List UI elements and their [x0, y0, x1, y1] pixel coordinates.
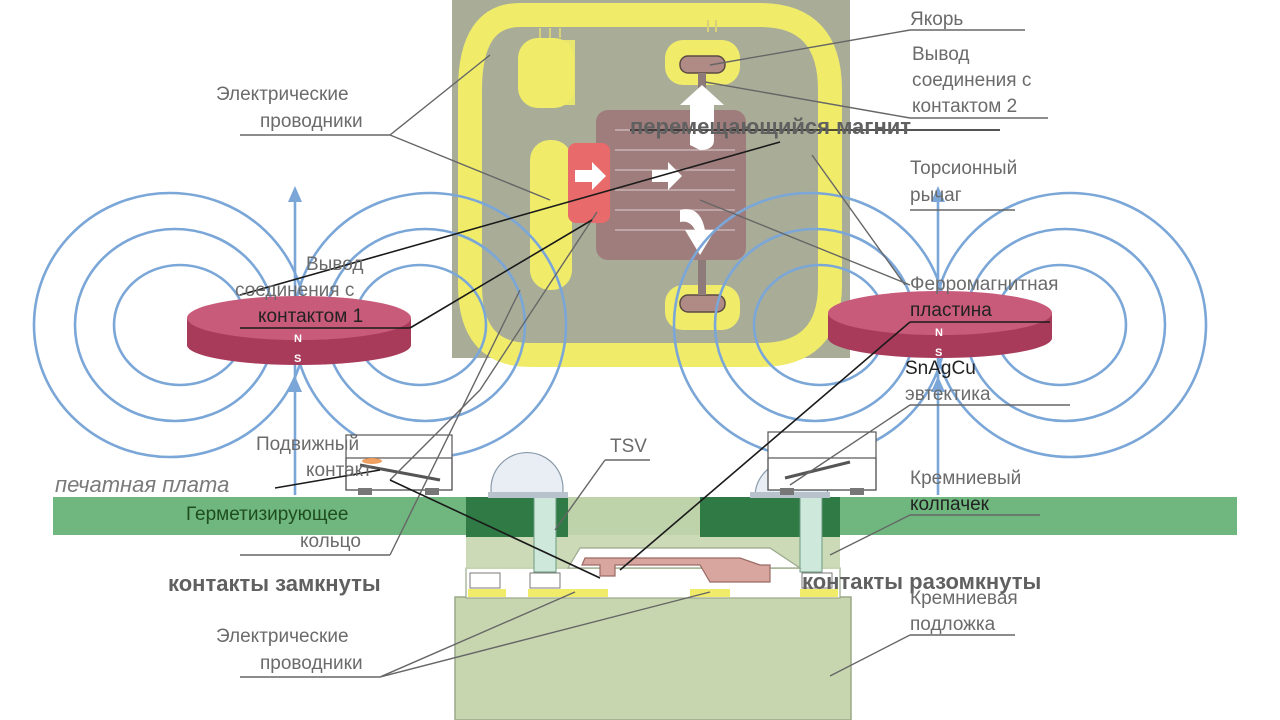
- left-magnet: N S: [187, 296, 411, 365]
- svg-text:проводники: проводники: [260, 653, 363, 674]
- label-moving-magnet: перемещающийся магнит: [630, 114, 911, 139]
- label-pcb: печатная плата: [55, 472, 229, 497]
- label-contact2-output: Вывод соединения с контактом 2: [912, 44, 1031, 117]
- label-ferromagnetic-plate: Ферромагнитная пластина: [910, 274, 1058, 321]
- label-tsv: TSV: [610, 436, 647, 457]
- svg-text:SnAgCu: SnAgCu: [905, 358, 976, 379]
- chip-top-view: [452, 0, 850, 367]
- tsv-right: [799, 496, 823, 573]
- label-silicon-substrate: Кремниевая подложка: [910, 588, 1018, 635]
- label-contacts-closed: контакты замкнуты: [168, 571, 381, 596]
- svg-text:подложка: подложка: [910, 614, 996, 635]
- label-sealing-ring: Герметизирующее кольцо: [186, 504, 361, 552]
- relay-left: [345, 434, 453, 495]
- label-electric-conductors-bottom: Электрические проводники: [216, 626, 363, 674]
- svg-text:Электрические: Электрические: [216, 626, 349, 647]
- svg-text:эвтектика: эвтектика: [905, 384, 991, 405]
- cross-section: [454, 452, 852, 720]
- leader-lines-dark: [239, 129, 1050, 579]
- tsv-left: [533, 496, 557, 573]
- label-anchor: Якорь: [910, 9, 963, 30]
- svg-text:Кремниевый: Кремниевый: [910, 468, 1021, 489]
- svg-text:контактом 2: контактом 2: [912, 96, 1017, 117]
- pole-south-right: S: [935, 347, 942, 359]
- svg-text:Торсионный: Торсионный: [910, 158, 1017, 179]
- svg-text:Герметизирующее: Герметизирующее: [186, 504, 348, 525]
- label-contact1-output: Вывод соединения с контактом 1: [235, 254, 363, 327]
- svg-text:контактом 1: контактом 1: [258, 306, 363, 327]
- pole-south-left: S: [294, 353, 301, 365]
- svg-text:Вывод: Вывод: [912, 44, 969, 65]
- pole-north-left: N: [294, 333, 302, 345]
- leader-lines: [240, 29, 1070, 678]
- svg-text:Вывод: Вывод: [306, 254, 363, 275]
- svg-text:Ферромагнитная: Ферромагнитная: [910, 274, 1058, 295]
- label-silicon-cap: Кремниевый колпачек: [910, 468, 1021, 515]
- svg-text:Электрические: Электрические: [216, 84, 349, 105]
- solder-ball-left: [490, 452, 564, 498]
- label-electric-conductors-top: Электрические проводники: [216, 84, 363, 132]
- label-movable-contact: Подвижный контакт: [256, 434, 372, 481]
- svg-text:пластина: пластина: [910, 300, 992, 321]
- svg-text:контакт: контакт: [306, 460, 372, 481]
- svg-text:кольцо: кольцо: [300, 531, 361, 552]
- label-torsion-lever: Торсионный рычаг: [910, 158, 1017, 206]
- relay-right: [767, 431, 877, 495]
- moving-magnet-section: [581, 557, 771, 583]
- svg-text:проводники: проводники: [260, 111, 363, 132]
- svg-text:Кремниевая: Кремниевая: [910, 588, 1018, 609]
- svg-text:колпачек: колпачек: [910, 494, 990, 515]
- silicon-substrate: [454, 596, 852, 720]
- label-snagcu-eutectic: SnAgCu эвтектика: [905, 358, 991, 405]
- svg-text:соединения с: соединения с: [912, 70, 1031, 91]
- svg-text:Подвижный: Подвижный: [256, 434, 359, 455]
- pole-north-right: N: [935, 327, 943, 339]
- svg-text:рычаг: рычаг: [910, 185, 962, 206]
- svg-text:соединения с: соединения с: [235, 280, 354, 301]
- right-magnet: N S: [828, 291, 1052, 359]
- label-contacts-open: контакты разомкнуты: [802, 569, 1041, 594]
